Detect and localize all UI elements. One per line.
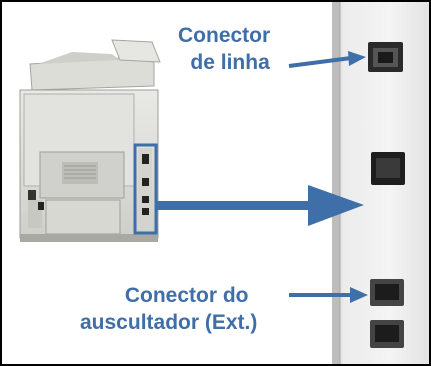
line-connector-label-line2: de linha	[190, 51, 270, 74]
handset-connector-label: Conector do auscultador (Ext.)	[80, 282, 257, 336]
printer-illustration	[19, 2, 429, 364]
line-connector-label-line1: Conector	[178, 24, 271, 47]
arrow-right-icon	[289, 287, 368, 303]
handset-connector-label-line2: auscultador (Ext.)	[80, 311, 258, 334]
highlight-box	[133, 143, 158, 235]
usb-port-icon	[368, 42, 403, 72]
arrow-right-icon	[288, 51, 366, 68]
line-connector-label: Conector de linha	[178, 22, 270, 76]
arrow-right-icon	[156, 185, 364, 226]
printer-icon	[19, 39, 161, 242]
handset-connector-label-line1: Conector do	[124, 284, 249, 307]
rj11-port-icon	[371, 152, 405, 185]
rj11-port-icon	[370, 279, 404, 348]
